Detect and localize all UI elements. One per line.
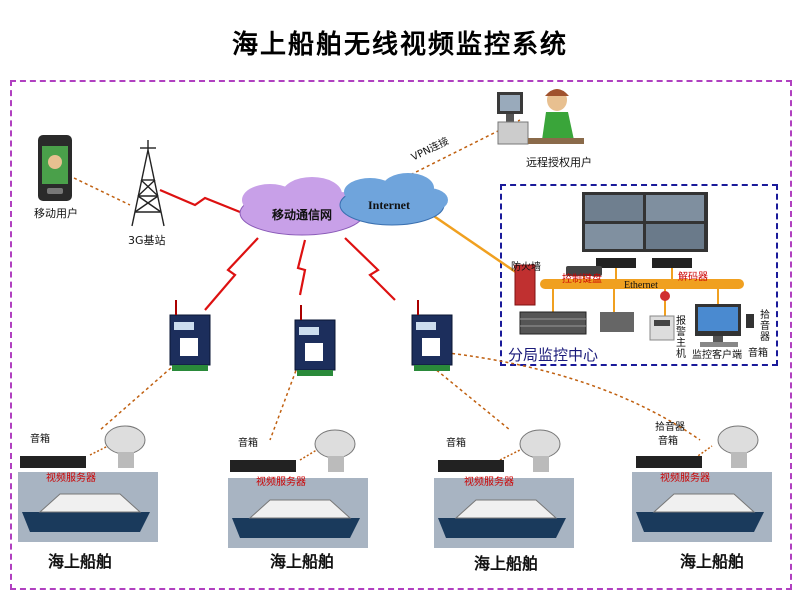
- alarm-host-icon: [649, 291, 675, 341]
- decoder-label: 解码器: [678, 272, 708, 283]
- ship-4-pickup-label: 拾音器: [655, 422, 685, 433]
- storage-server-icon: [519, 311, 587, 335]
- firewall-label: 防火墙: [511, 262, 541, 273]
- ship-2-icon: [228, 429, 368, 548]
- ship-4-speaker-label: 音箱: [658, 436, 678, 447]
- control-keyboard-label: 控制键盘: [562, 274, 602, 285]
- link-internet-center: [424, 208, 521, 277]
- ship-2-server-label: 视频服务器: [256, 477, 306, 488]
- monitor-client-icon: [695, 304, 741, 347]
- remote-user-label: 远程授权用户: [526, 156, 592, 169]
- monitoring-center-label: 分局监控中心: [508, 346, 599, 364]
- router-3-icon: [411, 300, 453, 371]
- ship-3-speaker-label: 音箱: [446, 438, 466, 449]
- ship-1-speaker-label: 音箱: [30, 434, 50, 445]
- router-2-icon: [294, 305, 336, 376]
- internet-label: Internet: [368, 198, 410, 212]
- mobile-network-label: 移动通信网: [272, 208, 333, 222]
- alarm-host-label: 报警主机: [676, 316, 686, 360]
- ship-2-speaker-label: 音箱: [238, 438, 258, 449]
- ship-1-icon: [18, 425, 158, 542]
- video-wall-icon: [582, 192, 708, 252]
- ship-4-icon: [632, 425, 772, 542]
- ship-4-server-label: 视频服务器: [660, 473, 710, 484]
- firewall-icon: [514, 264, 536, 306]
- internet-cloud-icon: [339, 173, 448, 226]
- ethernet-bus: [540, 279, 744, 289]
- link-vpn: [399, 119, 521, 181]
- decoder-1-icon: [596, 258, 636, 268]
- ship-1-label: 海上船舶: [48, 552, 113, 571]
- router-1-icon: [169, 300, 211, 371]
- ship-4-label: 海上船舶: [680, 552, 745, 571]
- ship-3-icon: [434, 429, 574, 548]
- link-mobile-tower: [73, 177, 131, 206]
- ship-1-server-label: 视频服务器: [46, 473, 96, 484]
- ship-3-server-label: 视频服务器: [464, 477, 514, 488]
- wireless-router-1: [204, 237, 259, 311]
- ethernet-label: Ethernet: [624, 280, 658, 291]
- center-speaker-icon: [746, 314, 754, 328]
- center-speaker-label: 音箱: [748, 348, 768, 359]
- wireless-router-2: [296, 239, 307, 296]
- wireless-tower-network: [159, 188, 241, 214]
- diagram-title: 海上船舶无线视频监控系统: [231, 30, 568, 60]
- pickup-label: 拾音器: [760, 310, 770, 343]
- mobile-user-label: 移动用户: [34, 207, 78, 220]
- wireless-router-3: [344, 237, 396, 301]
- decoder-2-icon: [652, 258, 692, 268]
- control-keyboard-icon: [566, 266, 602, 276]
- system-boundary: [10, 80, 792, 590]
- ship-3-label: 海上船舶: [474, 554, 539, 573]
- ship-2-label: 海上船舶: [270, 552, 335, 571]
- tower-icon: [131, 140, 165, 227]
- nvr-icon: [600, 312, 634, 332]
- remote-user-icon: [497, 89, 584, 145]
- mobile-phone-icon: [38, 135, 72, 201]
- base-station-label: 3G基站: [128, 234, 166, 247]
- monitor-client-label: 监控客户端: [692, 350, 742, 361]
